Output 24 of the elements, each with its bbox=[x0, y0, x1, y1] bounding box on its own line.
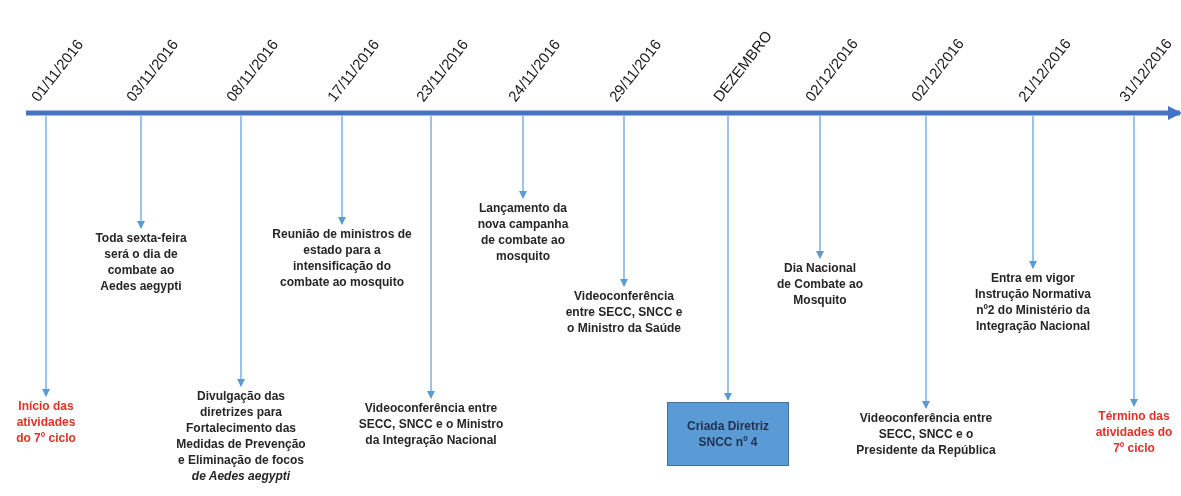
event-text: Divulgação das diretrizes para Fortalecimento das Medidas de Prevenção e Eliminação de focos de Aedes aegypti bbox=[172, 388, 310, 484]
arrow bbox=[922, 115, 930, 409]
event-text: Toda sexta-feira será o dia de combate ao Aedes aegypti bbox=[95, 230, 187, 294]
highlight-box: Criada Diretriz SNCC nº 4 bbox=[667, 402, 789, 466]
arrow bbox=[338, 115, 346, 225]
arrow bbox=[237, 115, 245, 387]
arrow bbox=[724, 115, 732, 401]
arrow bbox=[1029, 115, 1037, 269]
arrow bbox=[816, 115, 824, 259]
event-text: Lançamento da nova campanha de combate ao mosquito bbox=[470, 200, 576, 264]
arrow bbox=[137, 115, 145, 229]
event-text: Videoconferência entre SECC, SNCC e o Ministro da Saúde bbox=[561, 288, 687, 336]
arrow bbox=[519, 115, 527, 199]
milestone-text: Término das atividades do 7º ciclo bbox=[1093, 408, 1175, 456]
arrow bbox=[620, 115, 628, 287]
arrow bbox=[427, 115, 435, 399]
milestone-text: Início das atividades do 7º ciclo bbox=[8, 398, 84, 446]
arrow bbox=[42, 115, 50, 397]
event-text: Videoconferência entre SECC, SNCC e o Presidente da República bbox=[851, 410, 1001, 458]
event-text: Dia Nacional de Combate ao Mosquito bbox=[777, 260, 863, 308]
arrow bbox=[1130, 115, 1138, 407]
event-text: Entra em vigor Instrução Normativa nº2 do Ministério da Integração Nacional bbox=[968, 270, 1098, 334]
event-text: Videoconferência entre SECC, SNCC e o Ministro da Integração Nacional bbox=[351, 400, 511, 448]
event-text: Reunião de ministros de estado para a intensificação do combate ao mosquito bbox=[272, 226, 412, 290]
